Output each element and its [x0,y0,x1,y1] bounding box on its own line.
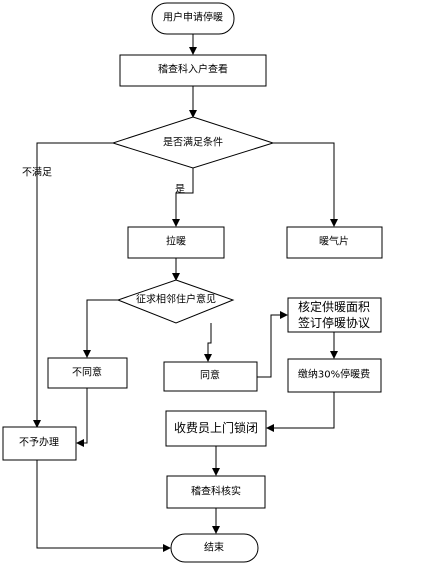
edge-condition-cut-heat [172,168,194,227]
lock-label: 收费员上门锁闭 [174,420,258,435]
radiator-label: 暖气片 [319,235,349,248]
verify-label-line2: 签订停暖协议 [298,315,370,330]
consult-label: 征求相邻住户意见 [136,293,216,306]
end-label: 结束 [204,541,224,554]
reject-label: 不予办理 [19,436,59,449]
cut-heat-box [127,226,225,259]
edge-consult-disagree [83,299,118,358]
edge-condition-radiator [273,142,338,227]
audit-label: 稽查科核实 [191,485,241,498]
inspect-box [119,54,267,87]
edge-consult-agree [204,323,212,362]
consult-diamond [116,279,235,324]
no-satisfy-label: 不满足 [22,167,52,179]
lock-box [165,410,267,447]
verify-box [287,297,382,333]
verify-label-line1: 核定供暖面积 [298,299,370,314]
inspect-label: 稽查科入户查看 [158,63,228,76]
condition-diamond [111,116,275,169]
reject-box [2,426,77,461]
edge-agree-verify [257,311,288,378]
edge-condition-reject [33,142,113,428]
pay-fee-box [287,358,382,393]
edge-pay-lock [266,392,335,432]
agree-box [163,361,258,392]
condition-label: 是否满足条件 [163,136,223,149]
start-label: 用户申请停暖 [163,11,223,24]
start-terminal [151,2,235,35]
pay-fee-label: 缴纳30%停暖费 [298,368,370,381]
edge-disagree-reject [76,388,88,447]
disagree-label: 不同意 [72,366,102,379]
cut-heat-label: 拉暖 [166,235,186,248]
audit-box [166,475,266,509]
disagree-box [47,357,128,389]
yes-label: 是 [175,184,185,196]
end-terminal [170,533,259,563]
edge-reject-end [36,460,171,552]
radiator-box [286,226,383,259]
agree-label: 同意 [200,369,220,382]
